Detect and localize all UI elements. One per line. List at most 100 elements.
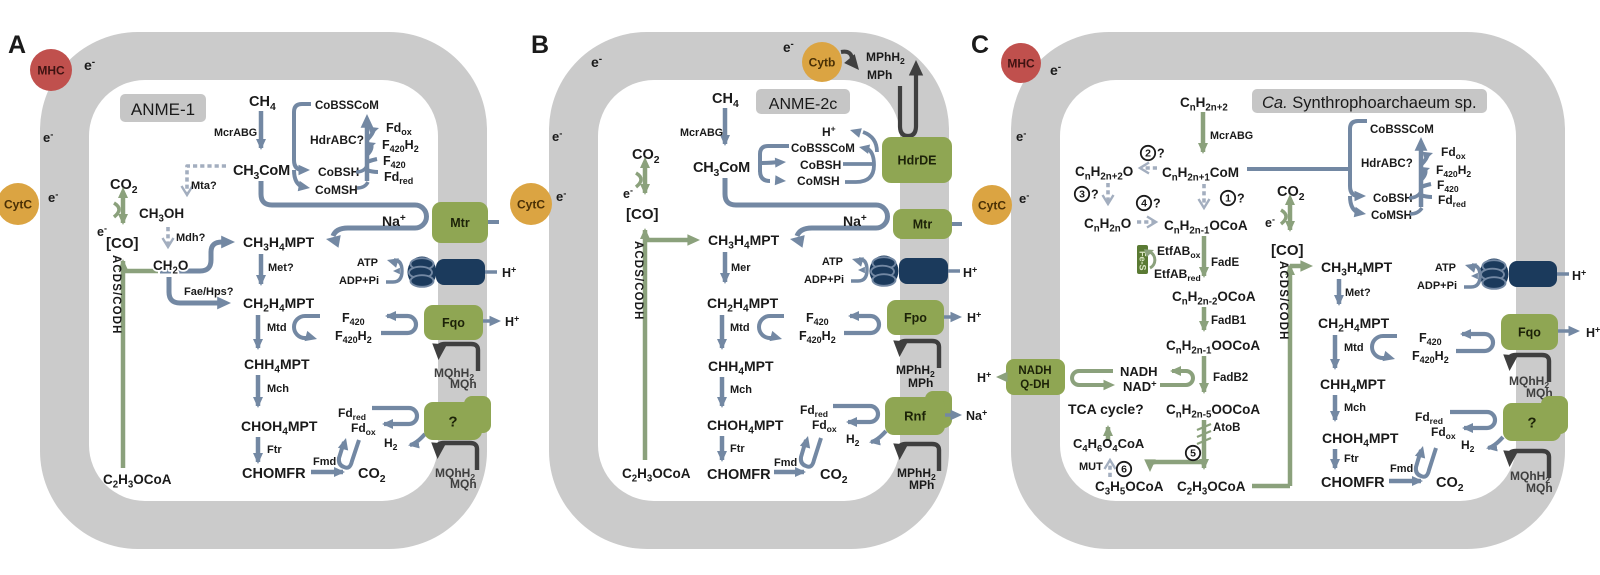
svg-text:Mch: Mch: [267, 383, 289, 395]
svg-text:NADH: NADH: [1018, 365, 1051, 377]
svg-text:Mtd: Mtd: [267, 322, 287, 334]
svg-text:MUT: MUT: [1079, 461, 1103, 473]
svg-text:CoBSH: CoBSH: [800, 158, 841, 172]
svg-text:FadB1: FadB1: [1211, 315, 1247, 327]
svg-text:MQh: MQh: [1526, 386, 1553, 400]
svg-text:MQhH2: MQhH2: [1509, 374, 1549, 390]
svg-text:Ftr: Ftr: [1344, 453, 1359, 465]
svg-text:CytC: CytC: [517, 197, 545, 211]
svg-text:e-: e-: [48, 188, 58, 205]
svg-text:C2H3OCoA: C2H3OCoA: [622, 466, 691, 485]
svg-text:HdrABC?: HdrABC?: [1361, 158, 1413, 170]
svg-text:CnH2n-2OCoA: CnH2n-2OCoA: [1172, 289, 1256, 308]
svg-text:CoBSH: CoBSH: [318, 165, 359, 179]
svg-text:CoBSSCoM: CoBSSCoM: [315, 100, 379, 112]
svg-text:CnH2n-1OOCoA: CnH2n-1OOCoA: [1166, 338, 1260, 357]
svg-text:Fmd: Fmd: [1390, 463, 1413, 475]
svg-text:McrABG: McrABG: [214, 127, 257, 139]
svg-text:CHH4MPT: CHH4MPT: [244, 356, 310, 376]
svg-text:Mdh?: Mdh?: [176, 232, 206, 244]
svg-text:MPhH2: MPhH2: [897, 466, 936, 482]
svg-text:[CO]: [CO]: [626, 206, 659, 223]
svg-text:CoMSH: CoMSH: [797, 174, 840, 188]
svg-text:Mch: Mch: [730, 384, 752, 396]
svg-text:ADP+Pi: ADP+Pi: [339, 275, 379, 287]
svg-text:MQh: MQh: [450, 477, 477, 491]
svg-text:CHOMFR: CHOMFR: [1321, 475, 1385, 491]
svg-text:MHC: MHC: [37, 63, 65, 77]
svg-text:FadE: FadE: [1211, 257, 1239, 269]
svg-text:CHOMFR: CHOMFR: [242, 466, 306, 482]
svg-text:C3H5OCoA: C3H5OCoA: [1095, 479, 1164, 498]
svg-text:CHOMFR: CHOMFR: [707, 467, 771, 483]
svg-text:e-: e-: [556, 187, 566, 204]
svg-text:CO2: CO2: [820, 467, 848, 486]
svg-text:HdrABC?: HdrABC?: [310, 133, 364, 147]
svg-text:e-: e-: [1265, 215, 1275, 231]
svg-text:CH3CoM: CH3CoM: [233, 163, 290, 182]
svg-text:Ftr: Ftr: [267, 444, 282, 456]
svg-text:McrABG: McrABG: [680, 127, 723, 139]
svg-text:CH3CoM: CH3CoM: [693, 160, 750, 179]
svg-text:CH2H4MPT: CH2H4MPT: [243, 295, 315, 315]
svg-text:e-: e-: [783, 39, 794, 55]
svg-text:Na+: Na+: [966, 408, 987, 424]
svg-text:Met?: Met?: [268, 262, 294, 274]
svg-text:CnH2n-5OOCoA: CnH2n-5OOCoA: [1166, 402, 1260, 421]
svg-text:MPhH2: MPhH2: [896, 363, 935, 379]
svg-text:MPh: MPh: [909, 478, 934, 492]
svg-text:e-: e-: [591, 54, 602, 70]
svg-text:C2H3OCoA: C2H3OCoA: [1177, 479, 1246, 498]
svg-text:Mch: Mch: [1344, 402, 1366, 414]
svg-text:CO2: CO2: [358, 466, 386, 485]
svg-text:CH2H4MPT: CH2H4MPT: [1318, 315, 1390, 335]
svg-text:e-: e-: [84, 57, 95, 73]
svg-text:Fe-S: Fe-S: [1138, 251, 1148, 271]
svg-text:MQh: MQh: [450, 377, 477, 391]
svg-text:Mer: Mer: [731, 262, 751, 274]
svg-text:A: A: [8, 31, 26, 59]
svg-text:EtfABox: EtfABox: [1157, 244, 1201, 260]
svg-text:e-: e-: [1050, 62, 1061, 78]
svg-text:C2H3OCoA: C2H3OCoA: [103, 472, 172, 491]
svg-text:MQh: MQh: [1526, 481, 1553, 495]
svg-text:CH2O: CH2O: [153, 258, 188, 277]
svg-text:CH3H4MPT: CH3H4MPT: [243, 234, 315, 254]
svg-text:ANME-2c: ANME-2c: [769, 96, 837, 113]
svg-text:McrABG: McrABG: [1210, 130, 1253, 142]
svg-text:CHOH4MPT: CHOH4MPT: [1322, 430, 1399, 450]
svg-text:4: 4: [1141, 198, 1147, 210]
svg-text:MPh: MPh: [908, 376, 933, 390]
svg-text:?: ?: [1091, 188, 1099, 202]
svg-text:CoBSSCoM: CoBSSCoM: [1370, 124, 1434, 136]
svg-text:ATP: ATP: [357, 257, 378, 269]
svg-text:3: 3: [1079, 189, 1085, 201]
svg-text:e-: e-: [1019, 189, 1029, 206]
svg-text:TCA cycle?: TCA cycle?: [1068, 401, 1144, 417]
svg-text:CO2: CO2: [1277, 184, 1305, 203]
svg-text:CoBSSCoM: CoBSSCoM: [791, 143, 855, 155]
svg-text:CHOH4MPT: CHOH4MPT: [707, 417, 784, 437]
svg-text:Ftr: Ftr: [730, 443, 745, 455]
svg-text:ADP+Pi: ADP+Pi: [1417, 280, 1457, 292]
svg-text:Ca. Synthrophoarchaeum sp.: Ca. Synthrophoarchaeum sp.: [1262, 94, 1477, 112]
svg-text:?: ?: [448, 413, 457, 430]
svg-text:?: ?: [1527, 414, 1536, 431]
svg-text:Q-DH: Q-DH: [1020, 379, 1049, 391]
svg-text:C: C: [971, 31, 989, 59]
svg-text:CHH4MPT: CHH4MPT: [708, 358, 774, 378]
svg-text:6: 6: [1121, 464, 1127, 476]
svg-text:CH3H4MPT: CH3H4MPT: [708, 232, 780, 252]
svg-text:Mtd: Mtd: [730, 322, 750, 334]
svg-text:ATP: ATP: [1435, 262, 1456, 274]
svg-text:e-: e-: [1016, 127, 1026, 144]
svg-text:Fqo: Fqo: [1518, 326, 1541, 340]
svg-text:5: 5: [1190, 448, 1196, 460]
svg-text:Mtr: Mtr: [913, 218, 933, 232]
svg-text:CoMSH: CoMSH: [315, 183, 358, 197]
svg-text:Fmd: Fmd: [313, 456, 336, 468]
svg-text:Rnf: Rnf: [904, 409, 926, 424]
svg-text:ANME-1: ANME-1: [131, 100, 195, 119]
svg-text:MQhH2: MQhH2: [435, 466, 475, 482]
svg-text:?: ?: [1153, 197, 1161, 211]
